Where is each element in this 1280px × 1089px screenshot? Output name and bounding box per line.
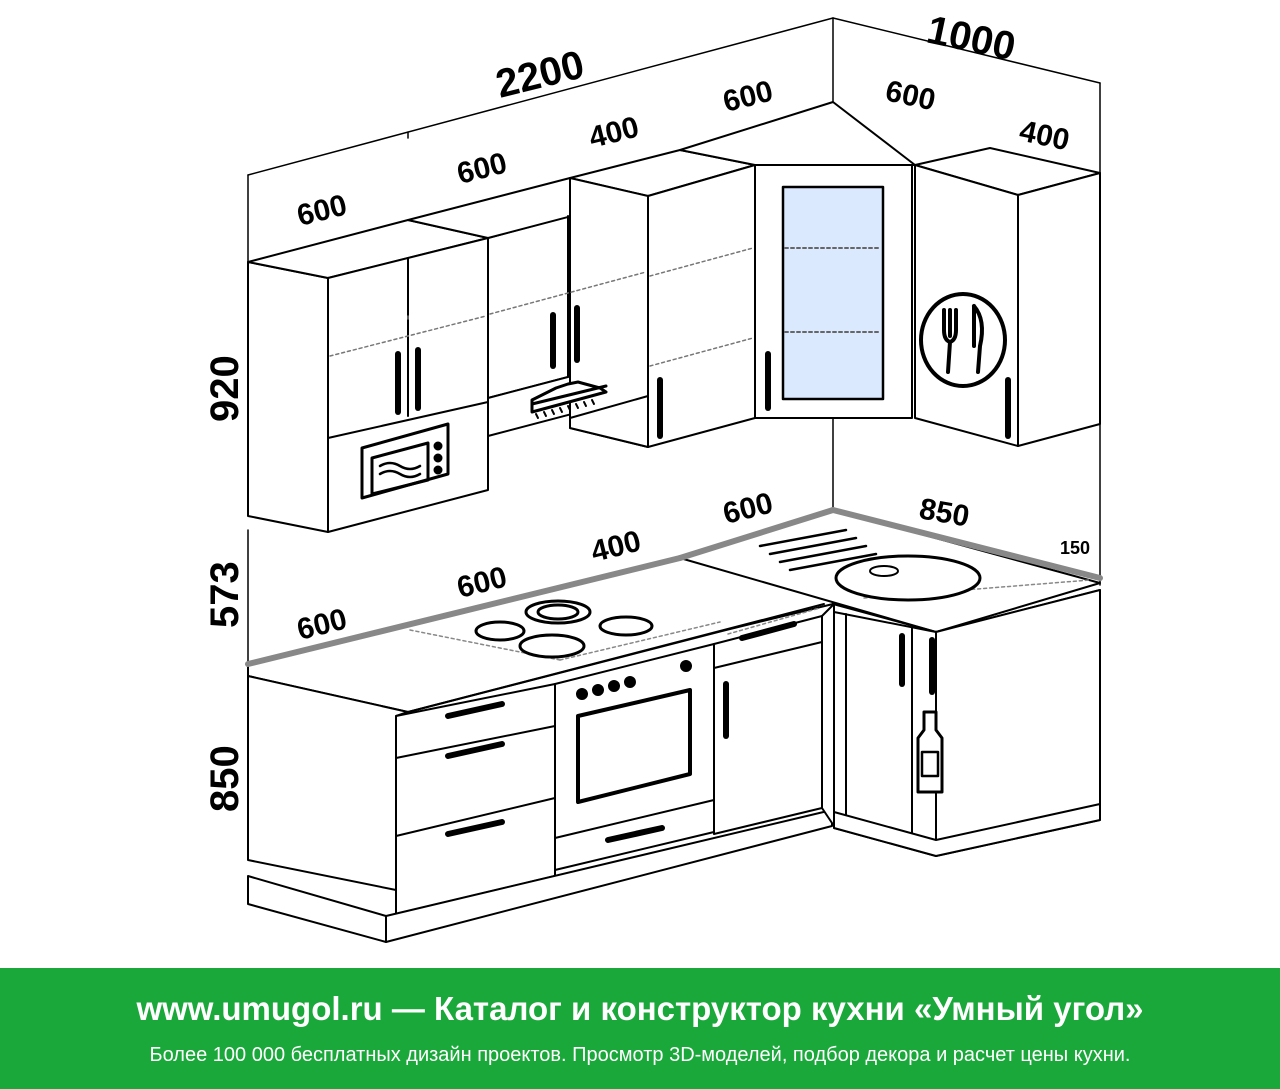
dim-height-lower: 850: [203, 745, 247, 812]
dim-upper-left-4: 600: [720, 75, 777, 119]
footer-subtitle: Более 100 000 бесплатных дизайн проектов…: [149, 1044, 1131, 1066]
right-lower-handles: [899, 633, 935, 695]
microwave-icon: [360, 422, 450, 500]
dim-upper-right-2: 400: [1017, 115, 1073, 158]
range-hood-icon: [530, 380, 608, 419]
sink-icon: [758, 528, 982, 602]
dim-lower-left-3: 400: [588, 525, 645, 569]
lower-cabinets-right: [821, 589, 1101, 857]
dim-upper-left-1: 600: [294, 189, 351, 233]
dim-height-gap: 573: [203, 561, 247, 628]
oven-icon: [576, 660, 692, 804]
dim-lower-right-1: 850: [917, 492, 972, 533]
dim-upper-left-2: 600: [454, 147, 511, 191]
dim-upper-right-1: 600: [883, 75, 939, 118]
glass-door: [781, 185, 885, 401]
dim-upper-left-3: 400: [586, 111, 643, 155]
bottle-icon: [916, 710, 944, 794]
footer-banner: www.umugol.ru — Каталог и конструктор ку…: [0, 968, 1280, 1089]
plate-cutlery-icon: [919, 292, 1007, 388]
dim-lower-left-2: 600: [454, 561, 511, 605]
lower-handles: [445, 621, 797, 843]
dim-total-left: 2200: [492, 43, 589, 107]
footer-title[interactable]: www.umugol.ru — Каталог и конструктор ку…: [136, 990, 1144, 1027]
dim-lower-left-4: 600: [720, 487, 777, 531]
kitchen-diagram: 2200 1000 600 600 400 600 600 400 920 57…: [203, 8, 1103, 943]
dim-total-right: 1000: [923, 8, 1019, 70]
dim-height-upper: 920: [203, 355, 247, 422]
dim-lower-right-2: 150: [1060, 538, 1090, 558]
cooktop-icon: [474, 599, 654, 659]
upper-handles: [395, 305, 1011, 439]
